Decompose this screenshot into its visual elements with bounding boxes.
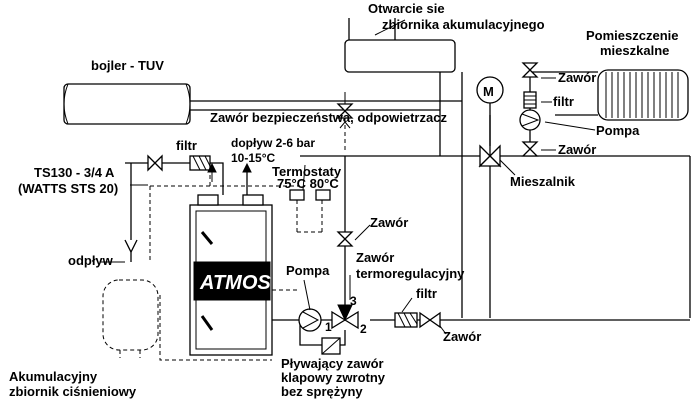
label-room-1: Pomieszczenie bbox=[586, 28, 679, 43]
safety-vent bbox=[339, 92, 351, 129]
label-float-valve-2: klapowy zwrotny bbox=[281, 370, 386, 385]
label-thermo-valve-2: termoregulacyjny bbox=[356, 266, 465, 281]
pumps bbox=[298, 109, 541, 332]
label-filter-left: filtr bbox=[176, 138, 197, 153]
label-port-3: 3 bbox=[350, 294, 357, 308]
tuv-boiler bbox=[63, 83, 191, 125]
label-port-2: 2 bbox=[360, 322, 367, 336]
label-room-2: mieszkalne bbox=[600, 43, 669, 58]
label-valve-r1: Zawór bbox=[558, 70, 596, 85]
thermostats bbox=[289, 189, 331, 201]
inflow-arrows bbox=[207, 162, 252, 182]
label-float-valve-1: Pływający zawór bbox=[281, 356, 384, 371]
room-radiator bbox=[597, 69, 689, 121]
filters bbox=[189, 91, 537, 328]
label-pressure-tank-2: zbiornik ciśnieniowy bbox=[9, 384, 137, 399]
pressure-tank bbox=[102, 279, 159, 358]
label-filter-r: filtr bbox=[553, 94, 574, 109]
label-inflow-1: dopływ 2-6 bar bbox=[231, 136, 315, 150]
label-outflow: odpływ bbox=[68, 253, 114, 268]
open-expansion-tank bbox=[344, 39, 456, 73]
label-valve-mid: Zawór bbox=[370, 215, 408, 230]
label-filter-bottom: filtr bbox=[416, 286, 437, 301]
label-ts130-2: (WATTS STS 20) bbox=[18, 181, 118, 196]
label-mixer: Mieszalnik bbox=[510, 174, 576, 189]
label-valve-bottom: Zawór bbox=[443, 329, 481, 344]
mixer-motor bbox=[476, 76, 504, 146]
label-ts130-1: TS130 - 3/4 A bbox=[34, 165, 115, 180]
outflow-funnel bbox=[124, 239, 138, 262]
label-pressure-tank-1: Akumulacyjny bbox=[9, 369, 98, 384]
labels: Otwarcie sie zbiornika akumulacyjnego Po… bbox=[9, 1, 679, 399]
label-pump-bottom: Pompa bbox=[286, 263, 330, 278]
label-motor: M bbox=[483, 84, 494, 99]
label-thermostats-2: 75°C 80°C bbox=[277, 176, 339, 191]
label-pump-r: Pompa bbox=[596, 123, 640, 138]
label-port-1: 1 bbox=[325, 320, 332, 334]
label-brand: ATMOS bbox=[199, 272, 271, 294]
label-open-tank-1: Otwarcie sie bbox=[368, 1, 445, 16]
atmos-boiler bbox=[189, 194, 273, 356]
leader-lines bbox=[100, 19, 596, 335]
label-float-valve-3: bez sprężyny bbox=[281, 384, 363, 399]
label-safety-valve: Zawór bezpieczeństwa, odpowietrzacz bbox=[210, 110, 447, 125]
label-thermo-valve-1: Zawór bbox=[356, 250, 394, 265]
label-thermostats-1: Termostaty bbox=[272, 164, 342, 179]
label-boiler-tuv: bojler - TUV bbox=[91, 58, 164, 73]
float-check-valve bbox=[321, 337, 341, 355]
label-inflow-2: 10-15°C bbox=[231, 151, 275, 165]
label-open-tank-2: zbiornika akumulacyjnego bbox=[382, 17, 545, 32]
valves bbox=[147, 62, 539, 330]
label-valve-r2: Zawór bbox=[558, 142, 596, 157]
